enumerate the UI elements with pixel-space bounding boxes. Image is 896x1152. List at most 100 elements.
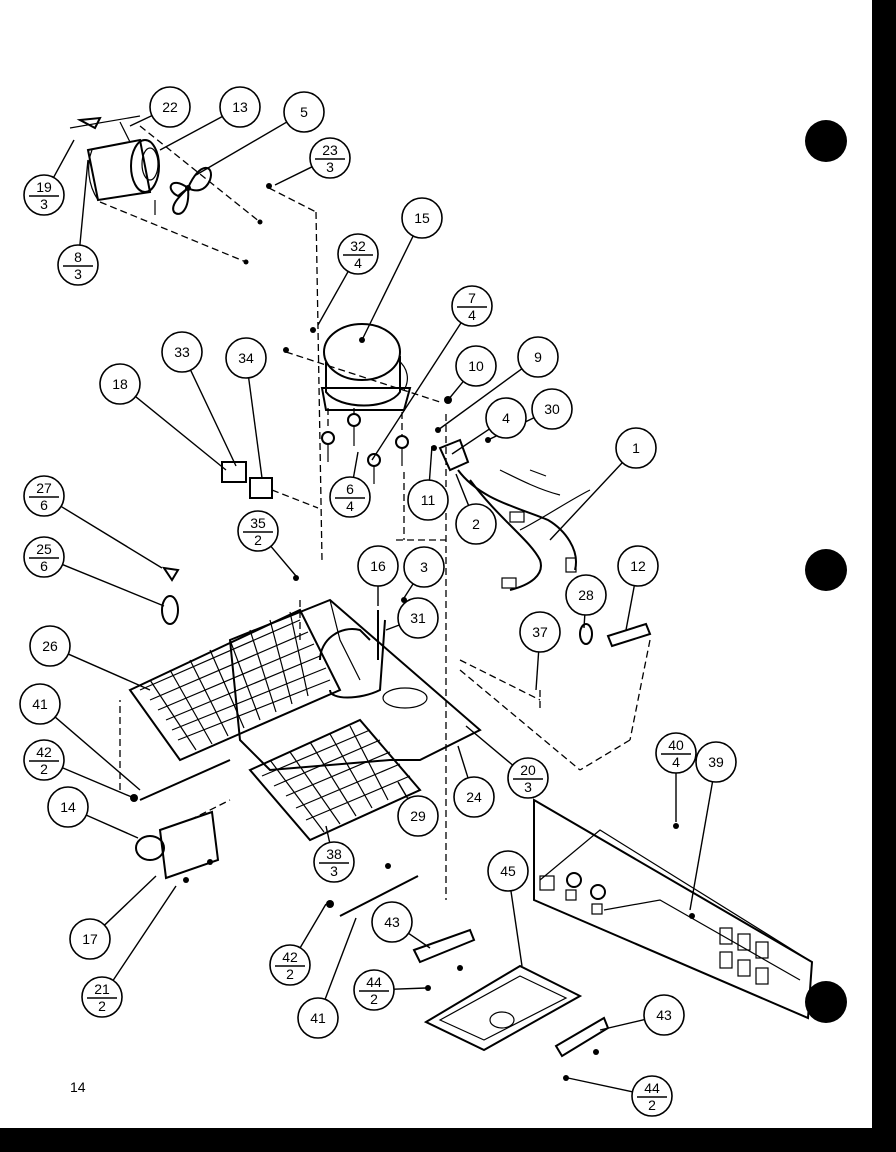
leader-line [397,781,409,800]
leader-line [79,159,89,246]
base-plate [228,598,482,772]
callout-27-6: 276 [23,475,163,569]
callout-bubble [655,732,697,774]
leader-line [385,624,400,631]
callout-18: 18 [99,363,227,471]
callout-quantity: 2 [286,966,294,982]
callout-number: 11 [421,492,436,508]
callout-number: 13 [232,99,248,115]
callout-bubble [219,86,261,128]
callout-21-2: 212 [81,885,177,1018]
callout-29: 29 [397,781,439,837]
grommets [321,408,409,484]
leader-line [689,781,714,911]
parts-drawing [69,115,814,1081]
callout-bubble [403,546,445,588]
callout-number: 9 [534,349,542,365]
callout-bubble [23,536,65,578]
leader-line [447,380,464,401]
callout-number: 45 [500,863,516,879]
callout-number: 42 [36,744,52,760]
leader-line [247,377,263,479]
callout-number: 38 [326,846,342,862]
callout-bubble [631,1075,673,1117]
callout-number: 3 [420,559,428,575]
callout-41b: 41 [297,917,357,1039]
callout-number: 35 [250,515,266,531]
callout-number: 18 [112,376,128,392]
callout-40-4: 404 [655,732,697,822]
callout-number: 5 [300,104,308,120]
callout-3: 3 [403,546,445,599]
leader-line [52,139,75,178]
callout-number: 7 [468,290,476,306]
relay-overload [431,396,491,472]
callout-number: 43 [656,1007,672,1023]
callout-13: 13 [159,86,261,151]
leader-line [371,322,462,461]
leader-line [437,368,523,431]
callout-bubble [161,331,203,373]
callout-14: 14 [47,786,139,839]
callout-number: 40 [668,737,684,753]
callout-number: 14 [60,799,76,815]
callout-number: 43 [384,914,400,930]
callout-bubble [81,976,123,1018]
leader-line [299,903,327,949]
callout-25-6: 256 [23,536,165,607]
callout-number: 16 [370,558,386,574]
callout-bubble [149,86,191,128]
callout-quantity: 2 [370,991,378,1007]
callout-bubble [531,388,573,430]
leader-line [455,473,470,506]
bottom-border [0,1128,896,1152]
callout-1: 1 [549,427,657,541]
callout-number: 44 [644,1080,660,1096]
callout-35-2: 352 [237,510,297,577]
leader-line [189,369,237,467]
callout-number: 39 [708,754,724,770]
callout-bubble [517,336,559,378]
callout-16: 16 [357,545,399,606]
callout-bubble [23,475,65,517]
callout-bubble [643,994,685,1036]
leader-line [195,121,288,176]
callout-number: 1 [632,440,640,456]
leader-line [62,563,165,607]
callout-number: 22 [162,99,178,115]
evaporator-coil [248,718,422,842]
callout-bubble [29,625,71,667]
callout-quantity: 2 [648,1097,656,1113]
callout-39: 39 [689,741,737,911]
callout-quantity: 3 [74,266,82,282]
callout-2: 2 [455,473,497,545]
callout-7-4: 74 [371,285,493,461]
callout-number: 4 [502,410,510,426]
access-panel [533,798,814,1020]
callout-bubble [455,345,497,387]
callout-quantity: 3 [330,863,338,879]
wiring-harness [457,469,591,591]
callout-quantity: 3 [40,196,48,212]
callout-number: 34 [238,350,254,366]
callout-number: 26 [42,638,58,654]
callout-number: 25 [36,541,52,557]
callout-quantity: 2 [40,761,48,777]
callout-33: 33 [161,331,237,467]
leader-line [129,114,153,127]
leader-line [60,505,163,569]
leader-line [135,396,227,471]
control-bracket [135,810,220,883]
callout-11: 11 [407,445,449,521]
leader-line [54,716,141,791]
callout-number: 21 [94,981,110,997]
callout-20-3: 203 [465,725,549,799]
callout-43a: 43 [371,901,431,949]
leader-line [112,885,177,981]
callout-bubble [225,337,267,379]
leader-line [68,653,151,691]
callout-26: 26 [29,625,151,691]
compressor [320,323,412,411]
tubing [319,597,407,699]
